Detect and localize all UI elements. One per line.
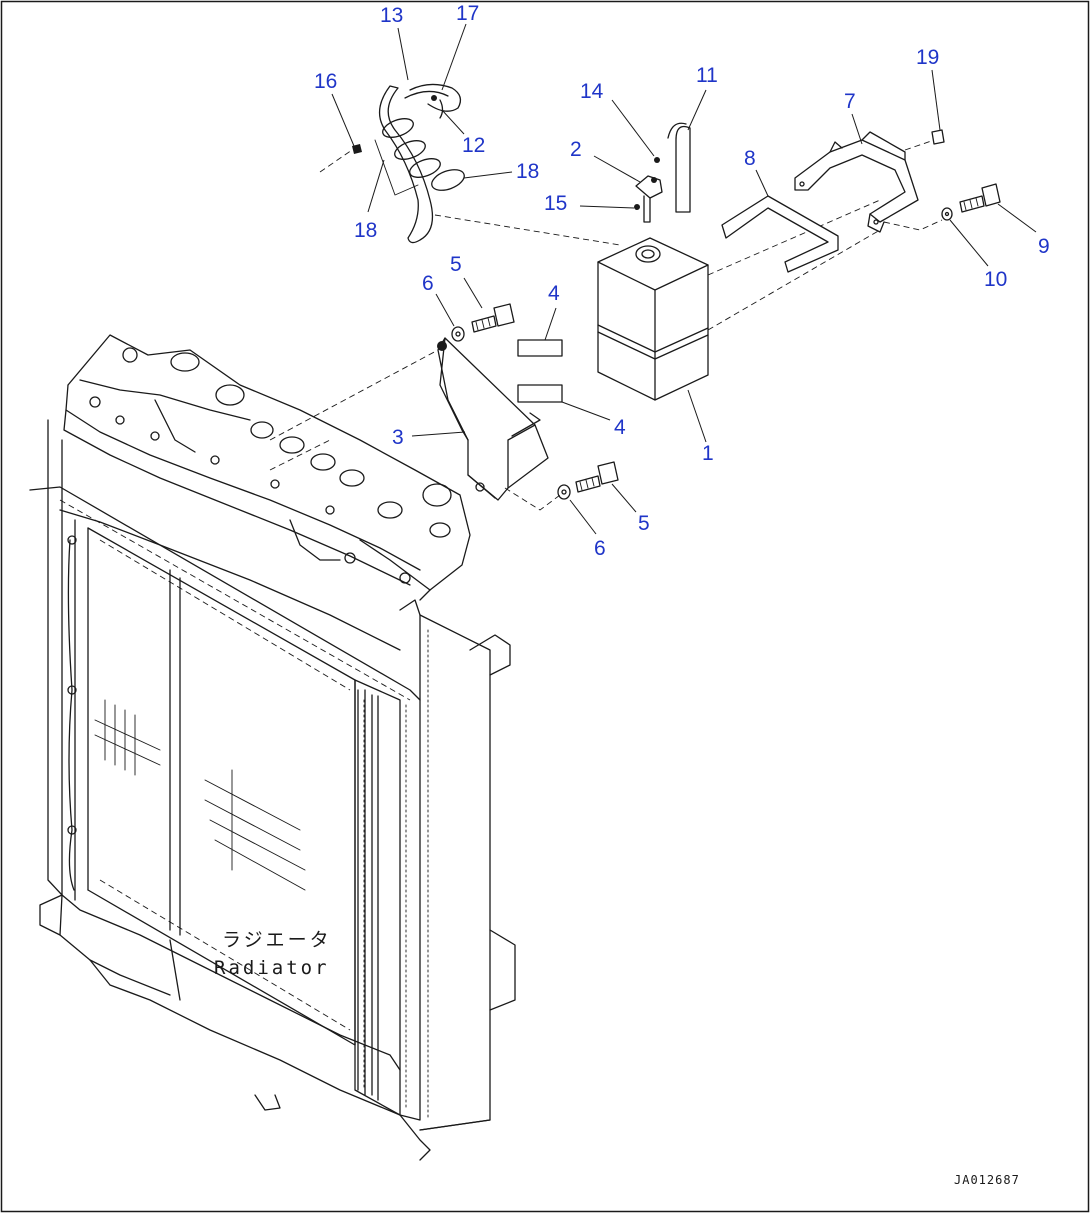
filler-cap-and-hose	[634, 122, 691, 223]
upper-bolt-washer	[451, 303, 515, 342]
leader-lines	[331, 23, 1037, 535]
callout-2: 2	[570, 138, 582, 161]
reserve-tank	[597, 199, 881, 401]
bolt-washer-nut	[931, 129, 1001, 221]
callout-4: 4	[548, 282, 560, 305]
callout-5b: 5	[638, 512, 650, 535]
radiator-label-en: Radiator	[214, 957, 330, 979]
callout-19: 19	[916, 46, 939, 69]
overflow-hose-assembly	[319, 83, 621, 246]
callout-15: 15	[544, 192, 567, 215]
callout-12: 12	[462, 134, 485, 157]
callout-13: 13	[380, 4, 403, 27]
callout-1: 1	[702, 442, 714, 465]
callout-10: 10	[984, 268, 1007, 291]
lower-bolt-washer	[504, 461, 619, 511]
callout-6: 6	[422, 272, 434, 295]
callout-14: 14	[580, 80, 604, 103]
callout-8: 8	[744, 147, 756, 170]
cushion-pads	[517, 339, 563, 403]
callout-18b: 18	[516, 160, 539, 183]
callout-3: 3	[392, 426, 404, 449]
radiator	[29, 334, 516, 1161]
callout-4b: 4	[614, 416, 626, 439]
callout-5: 5	[450, 253, 462, 276]
band-bracket	[794, 131, 943, 233]
callout-6b: 6	[594, 537, 606, 560]
callout-17: 17	[456, 2, 479, 25]
mounting-bracket	[269, 337, 549, 501]
drawing-reference: JA012687	[954, 1173, 1020, 1187]
callout-9: 9	[1038, 235, 1050, 258]
callout-18: 18	[354, 219, 377, 242]
callout-numbers: 1 2 3 4 4 5 5 6 6 7 8 9 10 11 12 13 14 1…	[314, 2, 1050, 560]
tank-band	[721, 195, 839, 273]
callout-11: 11	[696, 64, 718, 87]
radiator-label-jp: ラジエータ	[222, 929, 332, 951]
callout-16: 16	[314, 70, 337, 93]
callout-7: 7	[844, 90, 856, 113]
